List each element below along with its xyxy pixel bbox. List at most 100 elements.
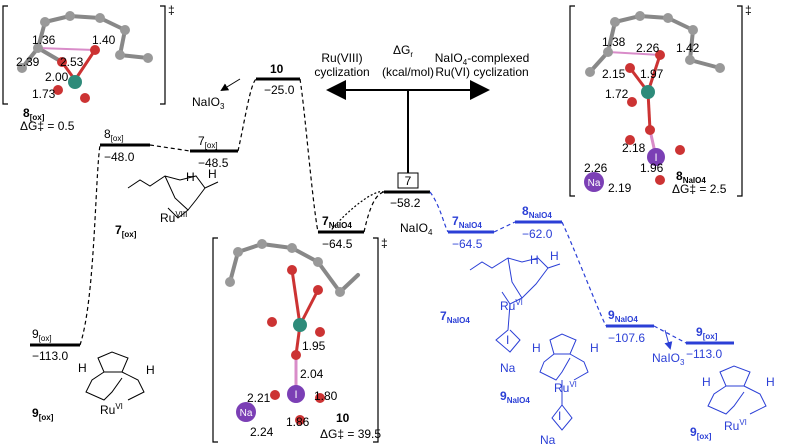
- svg-text:Na: Na: [588, 178, 601, 189]
- naio4-mid-label: NaIO4: [400, 221, 433, 237]
- svg-text:ΔG‡ = 0.5: ΔG‡ = 0.5: [20, 119, 75, 133]
- svg-text:7NaIO4: 7NaIO4: [440, 309, 470, 325]
- svg-text:1.36: 1.36: [32, 33, 56, 47]
- svg-text:‡: ‡: [745, 3, 752, 17]
- svg-text:7NaIO4: 7NaIO4: [452, 214, 482, 230]
- svg-text:I: I: [294, 389, 297, 401]
- svg-text:RuVIII: RuVIII: [160, 210, 187, 225]
- svg-text:−58.2: −58.2: [390, 196, 421, 210]
- level-7: 7 −58.2: [384, 172, 430, 210]
- dgr-units: (kcal/mol): [382, 65, 434, 79]
- naio3-left-label: NaIO3: [192, 95, 225, 111]
- right-pathway-title: NaIO4-complexed: [435, 51, 530, 67]
- svg-text:Na: Na: [240, 408, 253, 419]
- svg-text:9NaIO4: 9NaIO4: [608, 308, 638, 324]
- svg-text:RuVI: RuVI: [100, 402, 123, 417]
- structure-9ox-left: H H RuVI 9[ox]: [32, 351, 155, 422]
- svg-text:Na: Na: [500, 361, 516, 375]
- svg-text:−62.0: −62.0: [522, 227, 553, 241]
- svg-text:‡: ‡: [168, 3, 175, 17]
- structure-9naio4: H H RuVI I Na 9NaIO4: [500, 333, 599, 447]
- svg-text:1.95: 1.95: [302, 339, 326, 353]
- svg-text:−48.5: −48.5: [198, 156, 229, 170]
- direction-arrow: [326, 80, 490, 185]
- svg-text:2.24: 2.24: [250, 425, 274, 439]
- svg-text:−113.0: −113.0: [32, 349, 68, 363]
- naio3-right-label: NaIO3: [652, 351, 685, 367]
- svg-text:9[ox]: 9[ox]: [32, 327, 52, 343]
- ts-box-8naio4: ‡ I Na 1.38 2.26 1.42 2.15 1.97 1.72 2.1…: [569, 3, 752, 197]
- svg-text:2.15: 2.15: [602, 67, 626, 81]
- ts-box-8ox: ‡ 1.36 1.40 2.53 2.39 2.00 1.73 8[ox] ΔG…: [2, 3, 175, 133]
- svg-text:9[ox]: 9[ox]: [696, 325, 718, 341]
- svg-text:1.97: 1.97: [640, 67, 664, 81]
- svg-text:7[ox]: 7[ox]: [115, 223, 137, 239]
- naio3-right-arrow: [664, 329, 673, 350]
- svg-text:Na: Na: [540, 433, 556, 447]
- svg-text:1.72: 1.72: [605, 87, 629, 101]
- left-pathway-subtitle: cyclization: [314, 65, 369, 79]
- structure-7naio4: H H RuVI I Na 7NaIO4: [440, 249, 561, 375]
- level-9ox-right: 9[ox] −113.0: [686, 325, 734, 361]
- connectors-blue: [429, 191, 687, 344]
- svg-text:−25.0: −25.0: [264, 83, 295, 97]
- svg-text:−48.0: −48.0: [104, 150, 135, 164]
- svg-text:ΔG‡ = 2.5: ΔG‡ = 2.5: [672, 182, 727, 196]
- level-10: 10 −25.0: [256, 62, 300, 97]
- svg-text:RuVI: RuVI: [500, 298, 523, 313]
- level-7naio4-black: 7NaIO4 −64.5: [318, 214, 364, 251]
- svg-text:RuVI: RuVI: [724, 418, 747, 433]
- svg-text:H: H: [208, 167, 217, 181]
- svg-text:2.04: 2.04: [300, 367, 324, 381]
- ts-box-10: ‡ I Na 1.95 2.04 2.21 1.80 1.86 2.24 10 …: [212, 236, 388, 443]
- svg-text:1.73: 1.73: [32, 87, 56, 101]
- svg-text:2.00: 2.00: [45, 70, 69, 84]
- svg-text:2.21: 2.21: [247, 391, 271, 405]
- svg-text:H: H: [78, 361, 87, 375]
- svg-text:RuVI: RuVI: [554, 380, 577, 395]
- svg-text:H: H: [186, 170, 195, 184]
- svg-text:H: H: [146, 363, 155, 377]
- svg-text:ΔG‡ = 39.5: ΔG‡ = 39.5: [320, 427, 381, 441]
- svg-text:2.26: 2.26: [636, 41, 660, 55]
- svg-text:1.40: 1.40: [92, 33, 116, 47]
- svg-text:10: 10: [336, 411, 350, 425]
- level-9ox-left: 9[ox] −113.0: [30, 327, 80, 363]
- svg-text:8NaIO4: 8NaIO4: [676, 169, 706, 185]
- svg-text:H: H: [590, 341, 599, 355]
- svg-text:7[ox]: 7[ox]: [198, 134, 218, 150]
- svg-text:‡: ‡: [381, 236, 388, 250]
- svg-text:7: 7: [405, 174, 412, 188]
- svg-text:I: I: [506, 333, 509, 347]
- svg-text:9NaIO4: 9NaIO4: [500, 389, 530, 405]
- svg-text:−64.5: −64.5: [322, 237, 353, 251]
- svg-text:H: H: [530, 253, 539, 267]
- structure-9ox-right: H H RuVI 9[ox]: [690, 365, 775, 441]
- svg-text:1.80: 1.80: [314, 389, 338, 403]
- svg-text:H: H: [550, 249, 559, 263]
- svg-text:1.86: 1.86: [286, 415, 310, 429]
- svg-text:−113.0: −113.0: [686, 347, 722, 361]
- svg-text:1.96: 1.96: [640, 161, 664, 175]
- svg-text:2.18: 2.18: [622, 141, 646, 155]
- svg-text:−64.5: −64.5: [452, 237, 483, 251]
- svg-text:2.26: 2.26: [584, 161, 608, 175]
- svg-text:H: H: [702, 375, 711, 389]
- structure-7ox: H H RuVIII 7[ox]: [115, 167, 219, 239]
- svg-text:2.39: 2.39: [16, 55, 40, 69]
- right-pathway-subtitle: Ru(VI) cyclization: [435, 65, 528, 79]
- svg-text:8[ox]: 8[ox]: [23, 106, 45, 122]
- level-8naio4: 8NaIO4 −62.0: [515, 204, 562, 241]
- naio3-left-arrow: [220, 78, 241, 92]
- svg-text:8[ox]: 8[ox]: [104, 127, 124, 143]
- level-8ox: 8[ox] −48.0: [100, 127, 150, 164]
- svg-text:7NaIO4: 7NaIO4: [322, 214, 352, 230]
- svg-text:1.42: 1.42: [676, 41, 700, 55]
- svg-text:H: H: [532, 341, 541, 355]
- svg-text:9[ox]: 9[ox]: [690, 425, 712, 441]
- svg-text:8NaIO4: 8NaIO4: [522, 204, 552, 220]
- svg-text:H: H: [766, 375, 775, 389]
- svg-text:10: 10: [270, 62, 284, 76]
- level-9naio4: 9NaIO4 −107.6: [606, 308, 654, 345]
